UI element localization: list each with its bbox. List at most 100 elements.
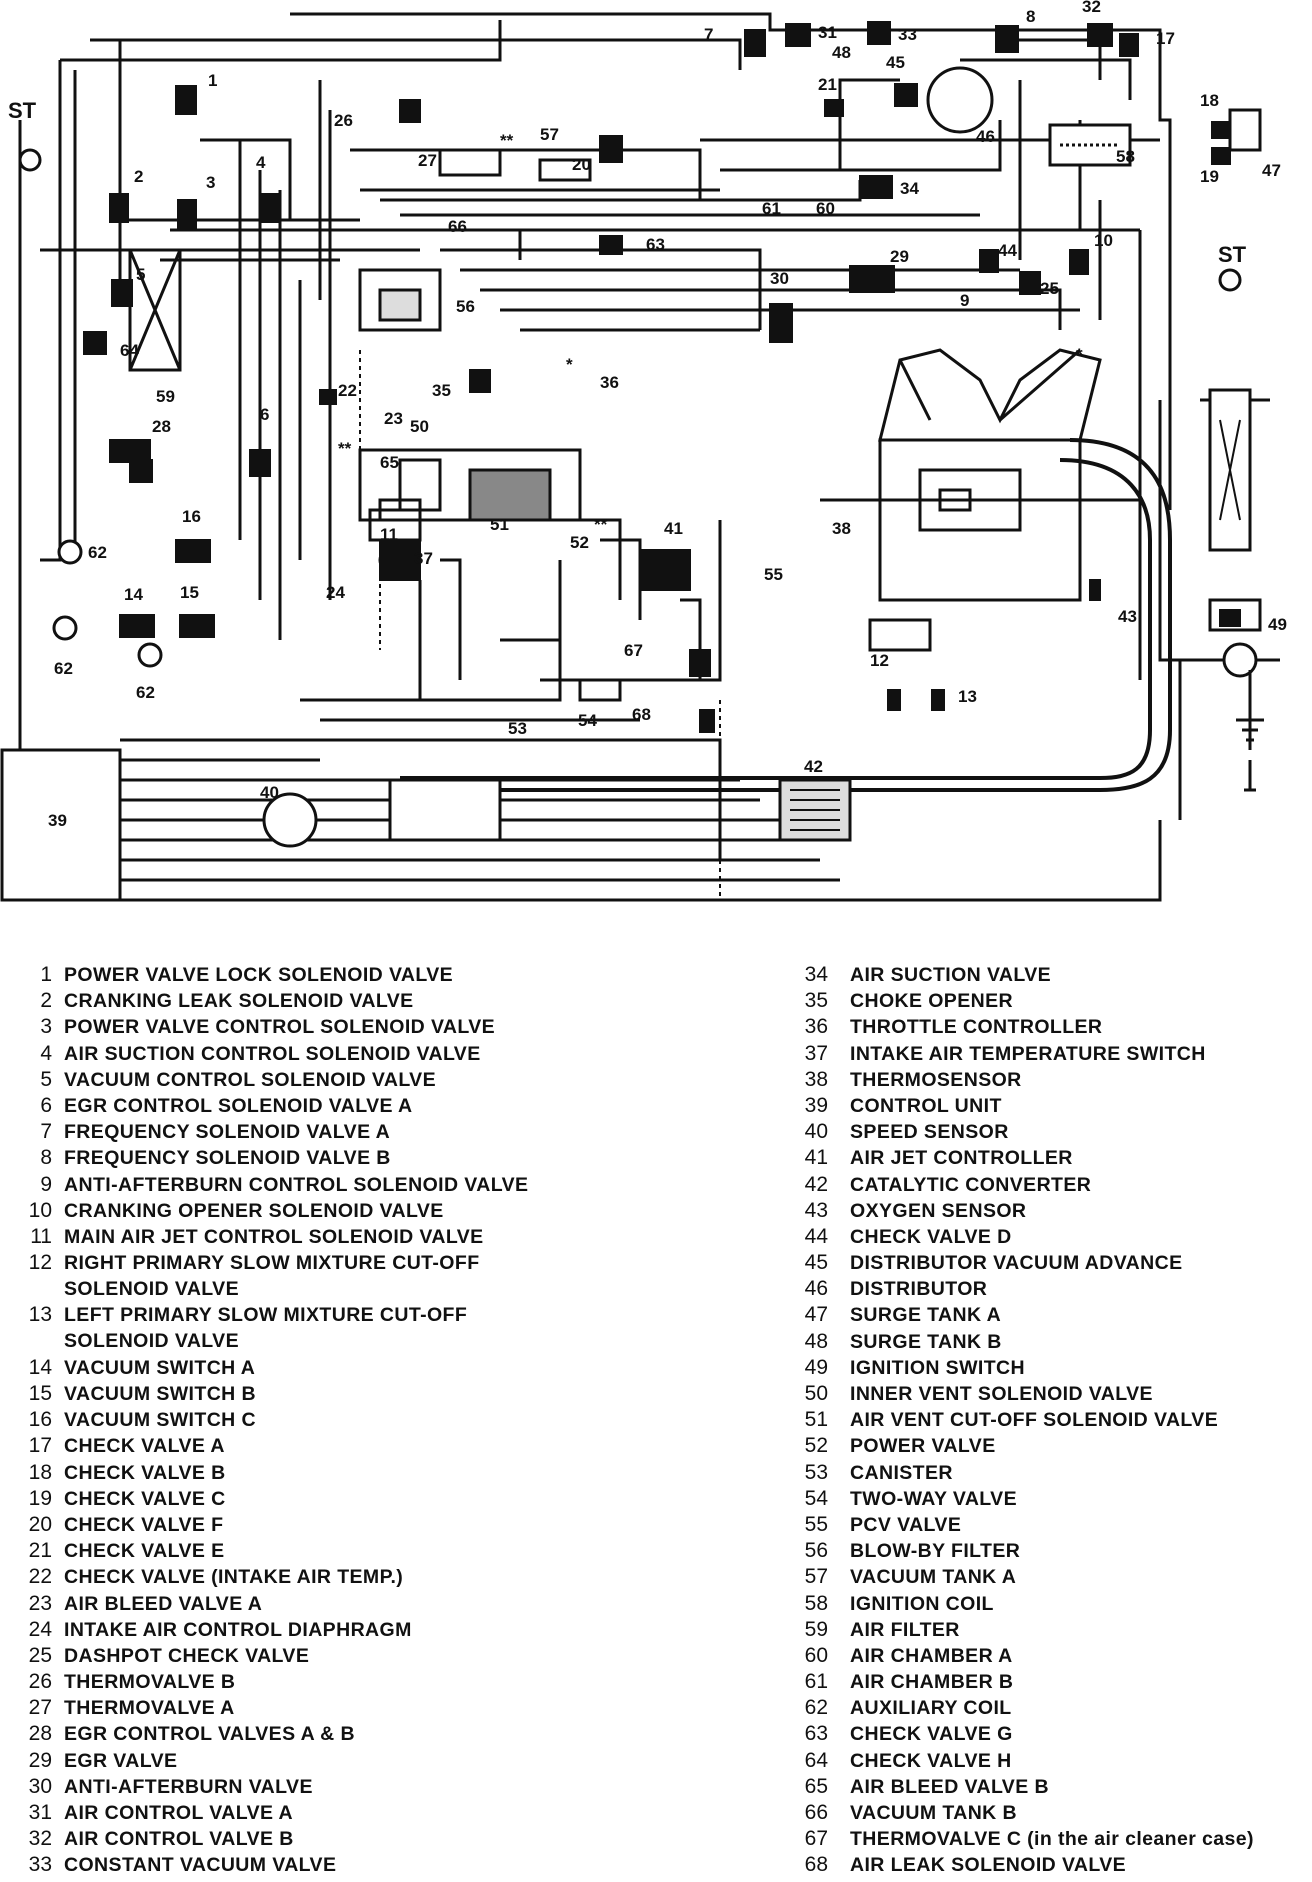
legend-number: 52 [804,1434,828,1458]
legend-description: AIR CHAMBER A [850,1644,1013,1667]
callout-4: 4 [256,153,266,172]
callout-8: 8 [1026,7,1035,26]
legend-description: AIR VENT CUT-OFF SOLENOID VALVE [850,1409,1219,1432]
legend-number: 3 [40,1015,52,1039]
callout-44: 44 [998,241,1017,260]
legend-number: 14 [28,1355,52,1379]
legend-description: AIR CHAMBER B [850,1671,1014,1694]
legend-number: 47 [804,1303,828,1327]
legend-number: 66 [804,1801,828,1824]
callout-65: 65 [380,453,399,472]
legend-number: 28 [28,1722,52,1746]
legend-description: CHECK VALVE D [850,1225,1012,1248]
legend-number: 25 [28,1643,52,1667]
legend-number: 5 [40,1067,52,1091]
legend-description: VACUUM SWITCH B [64,1383,256,1406]
legend-number: 22 [28,1565,52,1589]
st-terminal-left [18,148,42,172]
legend-number: 33 [28,1853,52,1877]
legend-description: ANTI-AFTERBURN CONTROL SOLENOID VALVE [64,1173,529,1196]
callout-58: 58 [1116,147,1135,166]
legend-number: 19 [28,1486,52,1510]
air-filter [128,248,182,372]
legend-number: 48 [804,1329,828,1353]
callout-19: 19 [1200,167,1219,186]
callout-49: 49 [1268,615,1287,634]
legend-number: 29 [28,1748,52,1772]
legend-number: 31 [28,1801,52,1825]
legend-description: TWO-WAY VALVE [850,1487,1017,1510]
callout-21: 21 [818,75,837,94]
legend-description: AIR SUCTION CONTROL SOLENOID VALVE [64,1042,481,1065]
callout-18: 18 [1200,91,1219,110]
legend-number: 55 [804,1512,828,1536]
control-unit-box [0,748,122,902]
legend-description: MAIN AIR JET CONTROL SOLENOID VALVE [64,1225,484,1248]
callout-41: 41 [664,519,683,538]
legend-number: 44 [804,1224,828,1248]
legend-number: 49 [804,1355,828,1379]
hose-top-left [60,20,502,62]
legend-description: LEFT PRIMARY SLOW MIXTURE CUT-OFF SOLENO… [64,1304,468,1353]
callout-62c: 62 [136,683,155,702]
legend-description: CONTROL UNIT [850,1094,1002,1117]
legend-description: IGNITION SWITCH [850,1356,1025,1379]
legend-description: CANISTER [850,1461,953,1484]
legend-description: EGR CONTROL VALVES A & B [64,1723,355,1746]
callout-33: 33 [898,25,917,44]
legend-description: CONSTANT VACUUM VALVE [64,1854,337,1877]
legend-item: 66 VACUUM TANK B [782,1800,1302,1826]
callout-1: 1 [208,71,217,90]
legend-number: 36 [804,1015,828,1039]
legend-description: AIR BLEED VALVE B [850,1775,1049,1798]
legend-description: BLOW-BY FILTER [850,1540,1021,1563]
legend-description: AIR FILTER [850,1618,960,1641]
legend-number: 60 [804,1643,828,1667]
legend-description: DISTRIBUTOR VACUUM ADVANCE [850,1252,1183,1275]
callout-10: 10 [1094,231,1113,250]
legend-description: THERMOVALVE C (in the air cleaner case) [850,1828,1254,1851]
legend-number: 13 [28,1303,52,1327]
legend-description: CHECK VALVE C [64,1487,226,1510]
legend-number: 38 [804,1067,828,1091]
legend-description: VACUUM TANK B [850,1802,1017,1824]
legend-number: 8 [40,1146,52,1170]
legend-number: 40 [804,1120,828,1144]
callout-17: 17 [1156,29,1175,48]
callout-54: 54 [578,711,597,730]
callout-13: 13 [958,687,977,706]
legend-description: THERMOVALVE B [64,1671,236,1694]
legend-description: CRANKING OPENER SOLENOID VALVE [64,1199,444,1222]
legend-number: 9 [40,1172,52,1196]
legend-item: 48 SURGE TANK B [782,1329,1302,1355]
legend-description: EGR CONTROL SOLENOID VALVE A [64,1094,413,1117]
legend-description: FREQUENCY SOLENOID VALVE A [64,1121,391,1144]
legend-number: 30 [28,1774,52,1798]
callout-36: 36 [600,373,619,392]
legend-number: 18 [28,1460,52,1484]
legend-description: AIR SUCTION VALVE [850,964,1052,986]
legend-item: 60 AIR CHAMBER A [782,1643,1302,1669]
callout-57: 57 [540,125,559,144]
legend-description: CHECK VALVE F [64,1513,224,1536]
legend-description: SURGE TANK B [850,1330,1002,1353]
